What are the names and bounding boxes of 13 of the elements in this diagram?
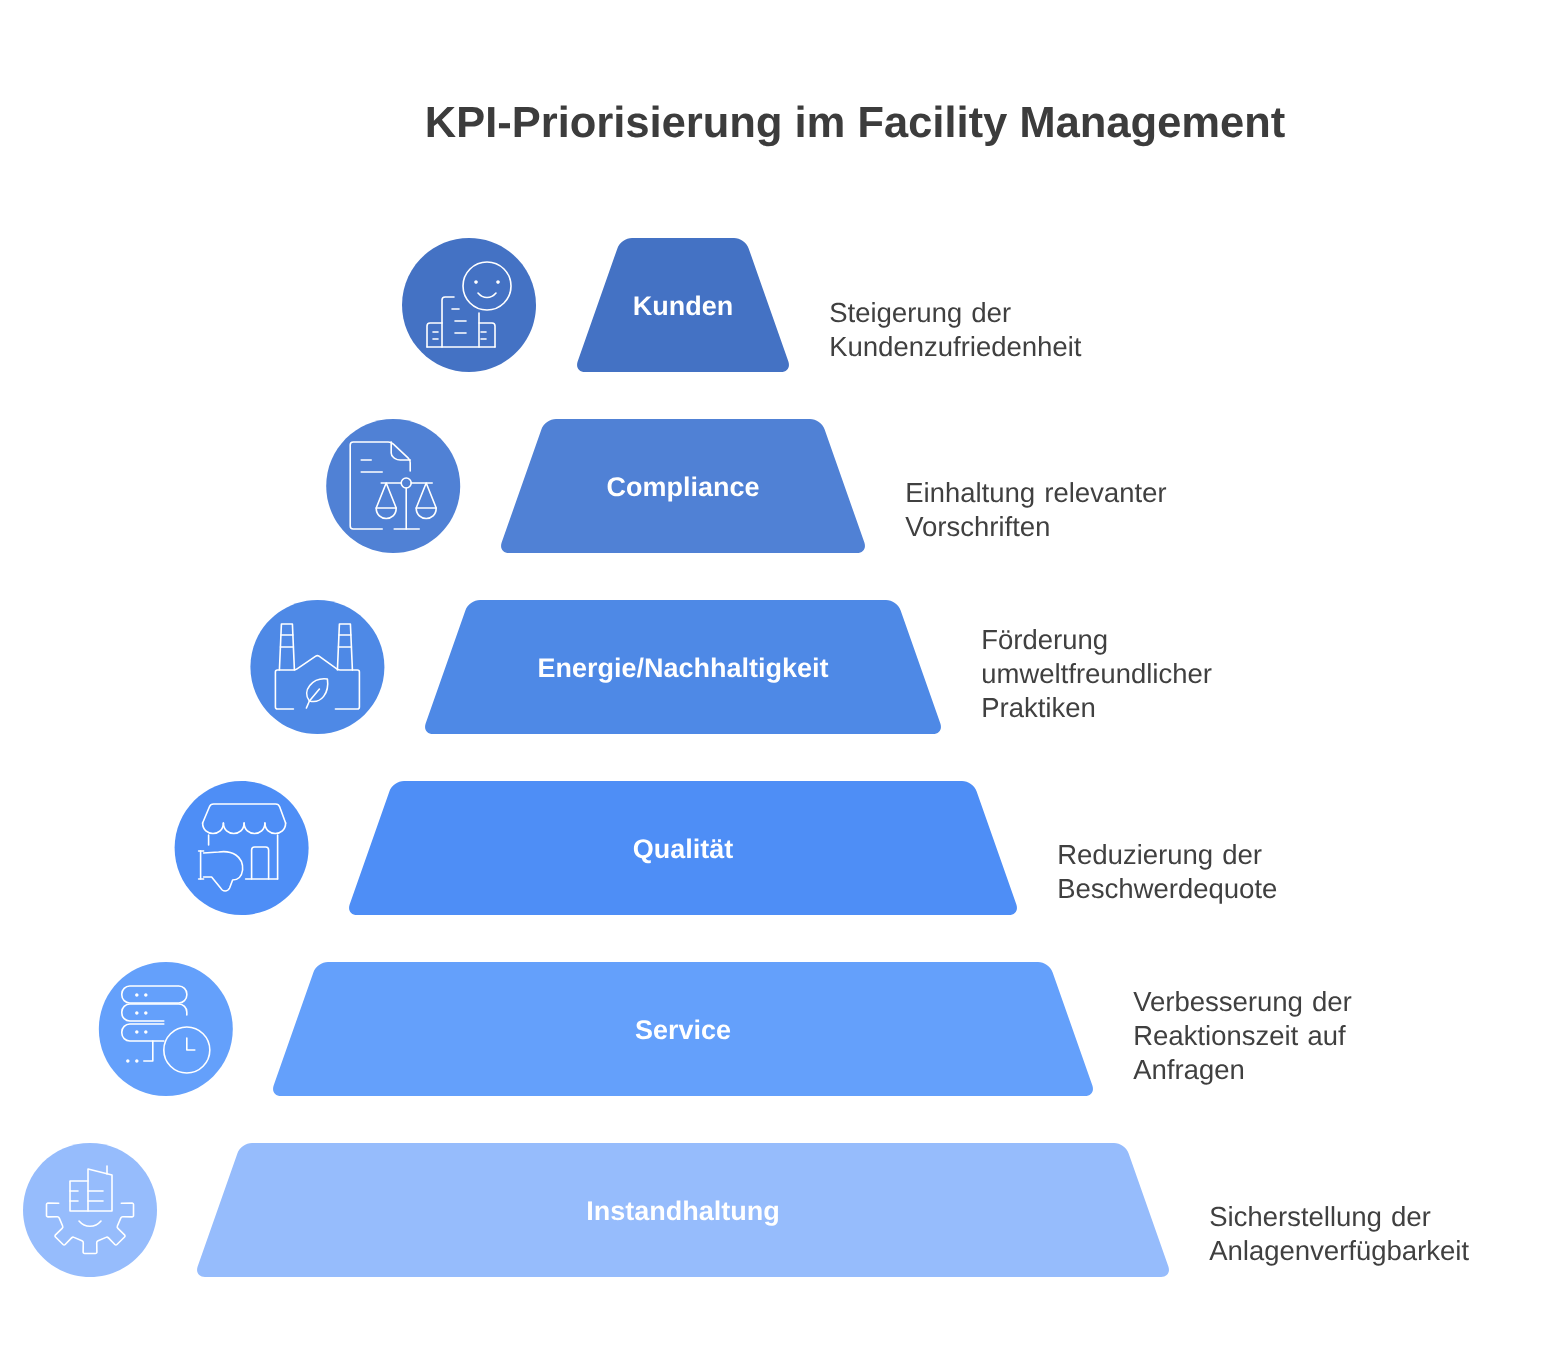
description-text: Förderung umweltfreundlicher Praktiken [983,629,1212,718]
pyramid-level: Energie/Nachhaltigkeit [425,600,941,734]
pyramid-level: Kunden [577,238,789,372]
pyramid-level: Qualität [349,781,1017,915]
pyramid-level: Compliance [501,419,865,553]
description-text: Einhaltung relevanter Vorschriften [905,482,1167,537]
pyramid-level: Instandhaltung [197,1143,1169,1277]
description-text: Sicherstellung der Anlagenverfügbarkeit [1209,1206,1469,1266]
title: KPI-Priorisierung im Facility Management [427,105,1285,147]
description-text: Steigerung der Kundenzufriedenheit [830,302,1082,357]
pyramid-level: Service [273,962,1093,1096]
description-text: Reduzierung der Beschwerdequote [1059,844,1277,904]
description-text: Verbesserung der Reaktionszeit auf Anfragen [1133,991,1352,1085]
